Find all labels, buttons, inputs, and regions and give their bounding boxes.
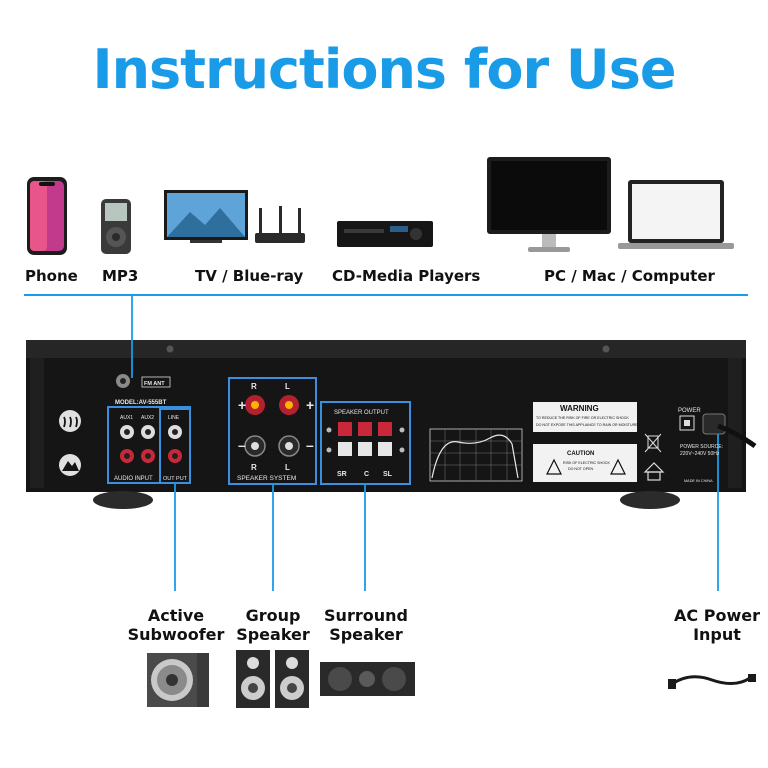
svg-text:L: L bbox=[285, 382, 290, 391]
surround-line2: Speaker bbox=[329, 625, 403, 644]
power-cable bbox=[717, 423, 757, 449]
group-speaker-line1: Group bbox=[245, 606, 301, 625]
subwoofer-line2: Subwoofer bbox=[127, 625, 225, 644]
c-label: C bbox=[364, 471, 369, 478]
phone-icon bbox=[27, 177, 67, 255]
made-in-label: MADE IN CHINA bbox=[684, 479, 713, 483]
audio-input-label: AUDIO INPUT bbox=[114, 476, 153, 482]
page-title: Instructions for Use bbox=[92, 38, 676, 101]
warning-label bbox=[533, 402, 637, 432]
power-cord-icon bbox=[668, 674, 756, 689]
surround-line1: Surround bbox=[324, 606, 408, 625]
power-switch bbox=[679, 415, 695, 431]
output-label-surround: Surround Speaker bbox=[318, 606, 414, 644]
svg-text:L: L bbox=[285, 463, 290, 472]
svg-text:R: R bbox=[251, 382, 257, 391]
indoor-use-icon bbox=[643, 462, 665, 481]
heat-logo-icon bbox=[59, 410, 81, 432]
cd-player-icon bbox=[337, 221, 433, 247]
svg-text:–: – bbox=[306, 437, 314, 453]
frequency-response-graph bbox=[429, 428, 523, 482]
fm-ant-label: FM ANT bbox=[144, 381, 165, 387]
svg-text:R: R bbox=[251, 463, 257, 472]
aux1-label: AUX1 bbox=[120, 415, 133, 421]
power-source-label: POWER SOURCE: bbox=[680, 444, 723, 450]
subwoofer-line1: Active bbox=[147, 606, 205, 625]
caution-text-2: DO NOT OPEN bbox=[568, 467, 593, 471]
device-label-pc: PC / Mac / Computer bbox=[544, 267, 715, 285]
device-label-tv: TV / Blue-ray bbox=[195, 267, 304, 285]
tv-icon bbox=[164, 190, 248, 243]
line-label: LINE bbox=[168, 415, 180, 421]
monitor-icon bbox=[487, 157, 611, 252]
caution-text-1: RISK OF ELECTRIC SHOCK bbox=[563, 461, 611, 465]
mountain-logo-icon bbox=[59, 454, 81, 476]
subwoofer-icon bbox=[147, 653, 209, 707]
speaker-system-label: SPEAKER SYSTEM bbox=[237, 475, 296, 482]
shock-warning-icon bbox=[546, 458, 562, 475]
device-label-cd: CD-Media Players bbox=[332, 267, 481, 285]
output-label-group-speaker: Group Speaker bbox=[228, 606, 318, 644]
model-label: MODEL:AV-555BT bbox=[115, 400, 167, 406]
output-label-ac-power: AC Power Input bbox=[668, 606, 766, 644]
caution-title: CAUTION bbox=[567, 451, 594, 457]
device-label-phone: Phone bbox=[25, 267, 78, 285]
warning-text-2: DO NOT EXPOSE THIS APPLIANCE TO RAIN OR … bbox=[536, 423, 638, 427]
speaker-clips bbox=[326, 422, 405, 456]
connector-lines bbox=[131, 295, 719, 591]
surround-speaker-icon bbox=[320, 662, 415, 696]
power-label: POWER bbox=[678, 408, 701, 414]
mp3-player-icon bbox=[101, 199, 131, 254]
laptop-icon bbox=[618, 180, 734, 249]
warning-text-1: TO REDUCE THE RISK OF FIRE OR ELECTRIC S… bbox=[536, 416, 629, 420]
group-speaker-line2: Speaker bbox=[236, 625, 310, 644]
aux2-label: AUX2 bbox=[141, 415, 154, 421]
sr-label: SR bbox=[337, 471, 347, 478]
svg-text:–: – bbox=[238, 437, 246, 453]
binding-posts: + + – – R L R L bbox=[238, 382, 314, 472]
weee-bin-icon bbox=[644, 433, 662, 453]
exclamation-warning-icon bbox=[610, 458, 626, 475]
power-spec-label: 220V~240V 50Hz bbox=[680, 451, 720, 457]
ac-power-line2: Input bbox=[693, 625, 741, 644]
router-icon bbox=[255, 206, 305, 243]
sl-label: SL bbox=[383, 471, 393, 478]
group-speakers-icon bbox=[236, 650, 309, 708]
device-label-mp3: MP3 bbox=[102, 267, 139, 285]
speaker-output-label: SPEAKER OUTPUT bbox=[334, 410, 389, 416]
ac-socket bbox=[702, 413, 726, 435]
warning-title: WARNING bbox=[560, 404, 599, 413]
output-label: OUT PUT bbox=[163, 476, 188, 482]
svg-text:+: + bbox=[306, 397, 314, 413]
output-label-subwoofer: Active Subwoofer bbox=[120, 606, 232, 644]
rca-jacks bbox=[120, 425, 182, 463]
fm-antenna-connector bbox=[116, 374, 171, 388]
svg-text:+: + bbox=[238, 397, 246, 413]
ac-power-line1: AC Power bbox=[674, 606, 760, 625]
